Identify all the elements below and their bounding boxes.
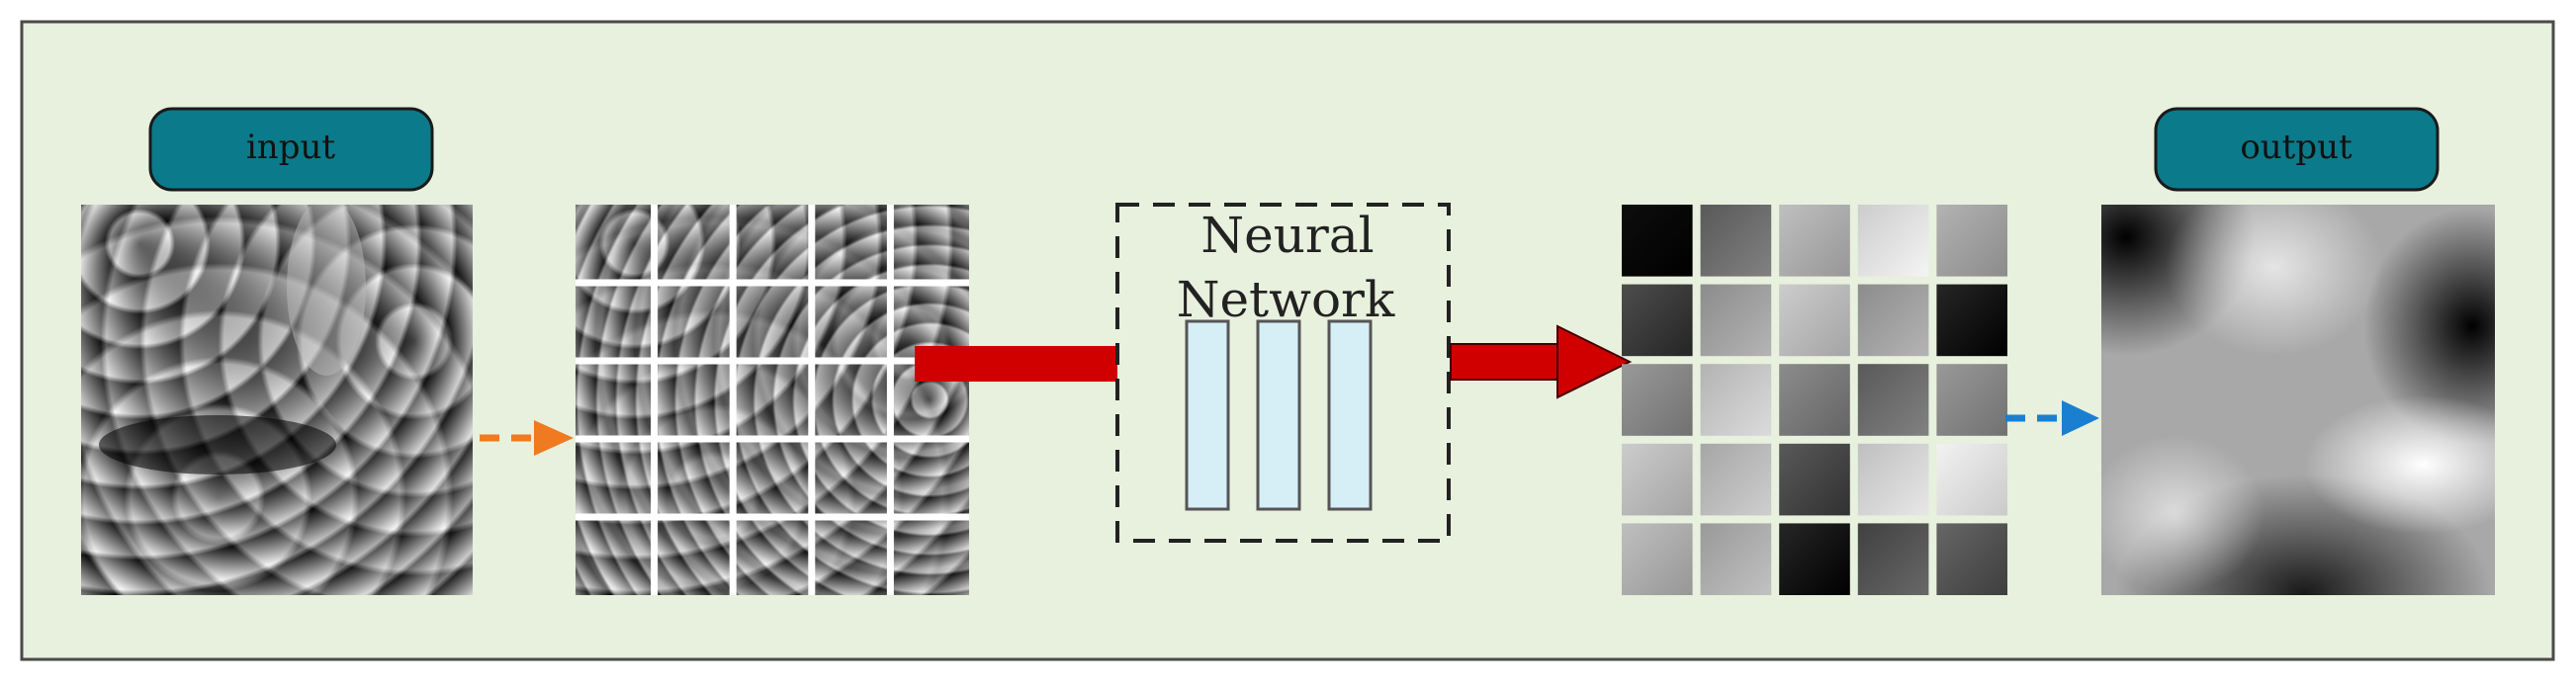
blue-dashed-arrow	[2005, 400, 2099, 436]
red-input-arrow	[915, 346, 1117, 382]
network-layer-bar-3	[1327, 319, 1373, 511]
predicted-tile	[1700, 284, 1772, 357]
predicted-tile	[1622, 284, 1693, 357]
predicted-tile	[1779, 523, 1850, 595]
predicted-tile	[1622, 443, 1693, 516]
predicted-tile	[1700, 364, 1772, 436]
predicted-tile	[1779, 284, 1850, 357]
input-label: input	[246, 128, 335, 167]
network-layer-bar-1	[1185, 319, 1230, 511]
orange-dashed-arrow	[480, 420, 574, 456]
predicted-tile	[1936, 364, 2007, 436]
predicted-tile	[1622, 523, 1693, 595]
tiled-input-image	[576, 205, 969, 595]
predicted-tile	[1700, 523, 1772, 595]
predicted-tile	[1936, 443, 2007, 516]
predicted-tile	[1936, 205, 2007, 277]
predicted-tile	[1936, 523, 2007, 595]
predicted-tile	[1857, 523, 1929, 595]
predicted-tile	[1936, 284, 2007, 357]
predicted-tile	[1857, 443, 1929, 516]
predicted-tile	[1857, 284, 1929, 357]
predicted-tile	[1622, 364, 1693, 436]
input-wrapped-phase-image	[81, 205, 473, 595]
output-unwrapped-phase-image	[2101, 205, 2495, 595]
predicted-tile	[1700, 443, 1772, 516]
red-output-arrow	[1450, 324, 1633, 399]
network-layer-bar-2	[1256, 319, 1301, 511]
input-label-pill: input	[148, 107, 434, 192]
output-label: output	[2240, 128, 2353, 167]
predicted-tile	[1779, 364, 1850, 436]
predicted-tile	[1857, 364, 1929, 436]
output-label-pill: output	[2154, 107, 2440, 192]
network-label-line2: Network	[1177, 271, 1395, 328]
predicted-tile	[1779, 205, 1850, 277]
predicted-tile	[1622, 205, 1693, 277]
predicted-tile	[1700, 205, 1772, 277]
predicted-tile	[1779, 443, 1850, 516]
predicted-tile-grid	[1622, 205, 2007, 595]
predicted-tile	[1857, 205, 1929, 277]
network-label-line1: Neural	[1200, 207, 1374, 264]
neural-network-block: Neural Network	[1115, 203, 1451, 543]
